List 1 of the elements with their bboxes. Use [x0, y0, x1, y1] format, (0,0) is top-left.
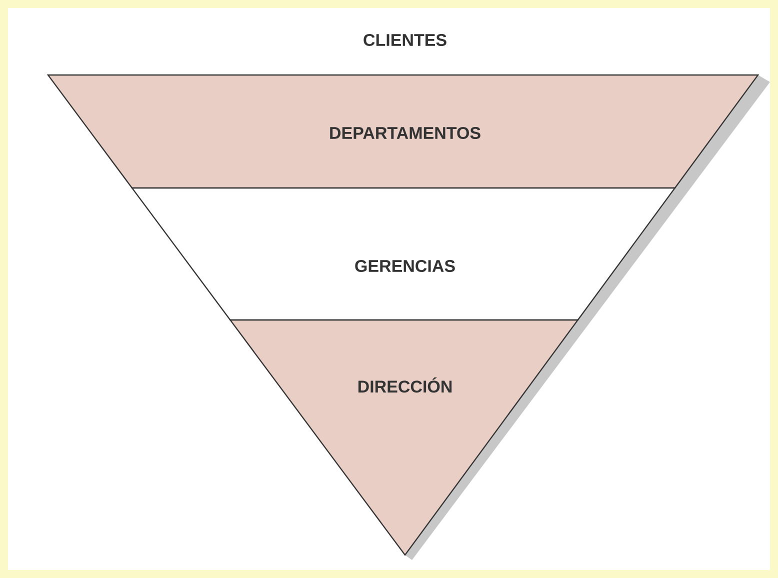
heading-label: CLIENTES	[364, 34, 446, 46]
